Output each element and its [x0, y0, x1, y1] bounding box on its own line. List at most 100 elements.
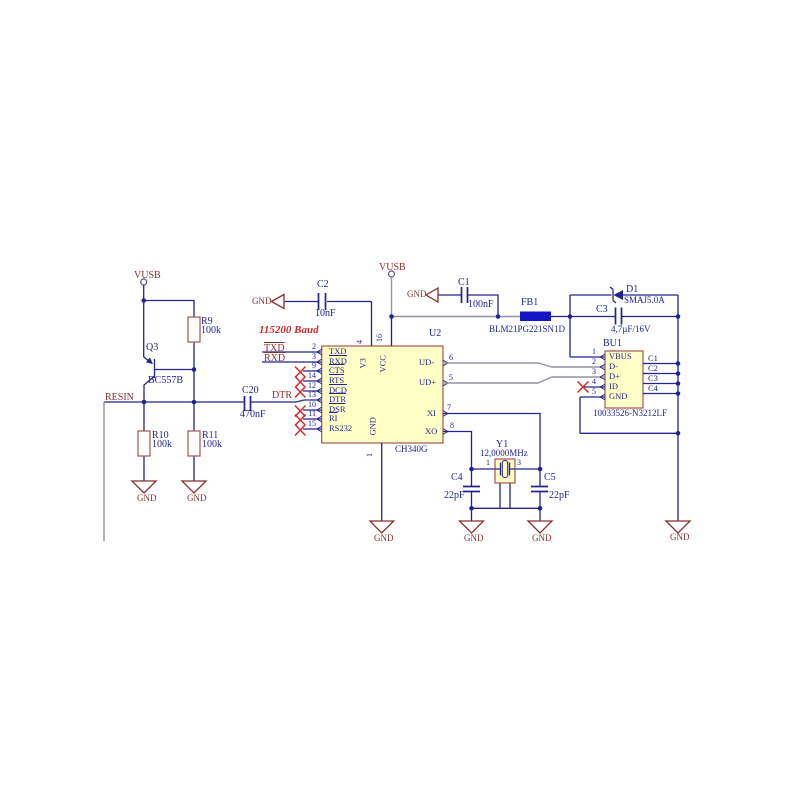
u2-pinnum-13: 13 — [308, 390, 316, 399]
r9-ref: R9 — [201, 316, 213, 327]
c3-ref: C3 — [596, 304, 608, 315]
c2-gnd-arrow — [270, 293, 285, 310]
r9-value: 100k — [201, 325, 221, 336]
u2-pin-dsr: DSR — [329, 404, 346, 414]
c5-value: 22pF — [549, 490, 570, 501]
r9-body — [187, 316, 201, 343]
bu1-wires — [579, 362, 678, 434]
q3-emitter-arrow — [146, 357, 153, 364]
bu1-pinnum-1: 1 — [592, 347, 596, 356]
c2-ref: C2 — [317, 279, 329, 290]
c20-plates — [243, 396, 252, 411]
reset-circuit — [137, 278, 201, 481]
u2-pin-dcd: DCD — [329, 385, 347, 395]
bu1-pinnum-3: 3 — [592, 367, 596, 376]
y1-ref: Y1 — [496, 439, 509, 450]
gnd-label-c1: GND — [407, 289, 427, 299]
y1-symbol-leads — [495, 462, 515, 476]
gnd-label-r11: GND — [187, 493, 207, 503]
c1-value: 100nF — [468, 299, 494, 310]
rxd-net-label: RXD — [264, 353, 286, 364]
u2-pin-v3: V3 — [357, 358, 368, 369]
c3-plates — [614, 307, 623, 325]
c1-ref: C1 — [458, 277, 470, 288]
bu1-pinnum-4: 4 — [592, 377, 596, 386]
u2-pinnum-7: 7 — [447, 403, 451, 412]
gnd-label-u2: GND — [374, 533, 394, 543]
y1-pinnum-1: 1 — [486, 458, 490, 467]
d1-value: SMAJ5.0A — [624, 295, 665, 305]
u2-pinnum-2: 2 — [312, 342, 316, 351]
y1-crystal-element — [501, 460, 509, 478]
u2-pin-vcc: VCC — [377, 355, 388, 373]
r10-body — [137, 430, 151, 457]
bu1-shield-c3: C3 — [648, 373, 658, 383]
u2-pinnum-12: 12 — [308, 381, 316, 390]
bu1-ref: BU1 — [603, 338, 622, 349]
u2-pinnum-9: 9 — [312, 361, 316, 370]
bu1-pin-vbus: VBUS — [609, 351, 632, 361]
y1-pinnum-3: 3 — [517, 458, 521, 467]
tvs-c3-circuit — [569, 286, 679, 521]
u2-pinnum-1: 1 — [365, 453, 374, 457]
bu1-body — [604, 350, 644, 409]
c4-ref: C4 — [451, 472, 463, 483]
y1-body — [494, 458, 516, 484]
fb1-ref: FB1 — [521, 297, 539, 308]
bu1-pin-dp: D+ — [609, 371, 620, 381]
c2-plates — [317, 293, 327, 310]
u2-pinnum-16: 16 — [375, 334, 384, 342]
u2-pin-xo: XO — [425, 426, 438, 436]
dtr-rail — [103, 396, 322, 541]
u2-pin-dtr: DTR — [329, 394, 346, 404]
c4-c5-plates — [463, 485, 548, 493]
u2-pin-gnd: GND — [367, 417, 378, 436]
c4-value: 22pF — [444, 490, 465, 501]
u2-pinnum-8: 8 — [450, 421, 454, 430]
bu1-value: 10033526-N3212LF — [593, 408, 667, 418]
c20-ref: C20 — [242, 385, 259, 396]
tvs-c3-wires — [569, 294, 679, 521]
q3-ref: Q3 — [146, 342, 159, 353]
u2-pin-xi: XI — [427, 408, 436, 418]
q3-value: BC557B — [148, 375, 184, 386]
c2-circuit — [270, 293, 372, 310]
u2-pinnum-5: 5 — [449, 373, 453, 382]
u2-value: CH340G — [395, 444, 428, 454]
bu1-id-x-mark — [576, 380, 590, 394]
dtr-wire — [104, 399, 322, 403]
d1-diode-triangle — [613, 290, 623, 300]
c5-ref: C5 — [544, 472, 556, 483]
gnd-label-bu1: GND — [670, 532, 690, 542]
txd-rxd-wires — [262, 351, 322, 363]
junction-dots — [141, 298, 681, 511]
u2-pinnum-4: 4 — [355, 340, 364, 344]
d1-ref: D1 — [626, 284, 639, 295]
bu1-shield-c1: C1 — [648, 353, 658, 363]
u2-pinnum-10: 10 — [308, 400, 316, 409]
u2-pin-rs232: RS232 — [329, 423, 353, 433]
gnd-label-c5: GND — [532, 533, 552, 543]
crystal-circuit — [443, 412, 548, 521]
u2-pin-udp: UD+ — [419, 377, 437, 387]
baud-annotation: 115200 Baud — [259, 324, 319, 336]
u2-pin-markers-right — [442, 359, 449, 435]
u2-pin-stubs — [303, 301, 393, 521]
bu1-shield-c2: C2 — [648, 363, 658, 373]
d1-cathode-bar — [609, 286, 617, 304]
txd-net-label: TXD — [264, 343, 285, 354]
u2-pin-cts: CTS — [329, 365, 345, 375]
c3-value: 4,7µF/16V — [611, 324, 651, 334]
c20-value: 470nF — [240, 409, 266, 420]
u2-pin-rts: RTS — [329, 375, 345, 385]
u2-chip — [294, 301, 449, 521]
u2-pin-txd: TXD — [329, 346, 347, 356]
resin-label: RESIN — [105, 392, 134, 403]
bu1-pin-gnd: GND — [609, 391, 628, 401]
bu1-shield-c4: C4 — [648, 383, 658, 393]
fb1-value: BLM21PG221SN1D — [489, 324, 566, 334]
bu1-pin-dm: D- — [609, 361, 618, 371]
r10-ref: R10 — [152, 430, 169, 441]
